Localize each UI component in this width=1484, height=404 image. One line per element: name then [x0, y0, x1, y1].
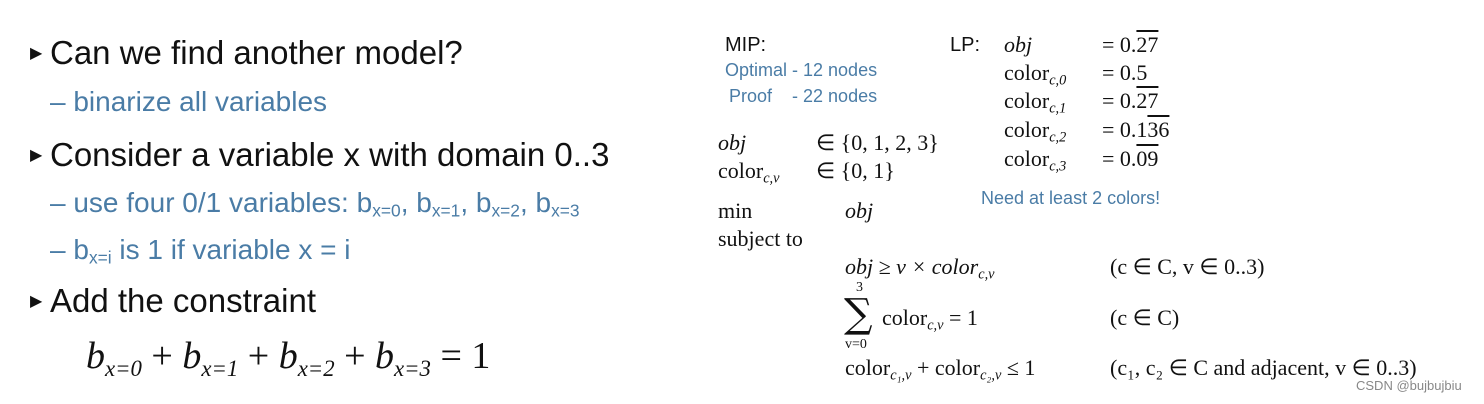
bullet-triangle-icon: ▶: [30, 45, 43, 62]
mip-optimal: Optimal - 12 nodes: [725, 60, 878, 80]
sub-bullet-binarize: – binarize all variables: [50, 86, 328, 117]
lp-val-color-0: = 0.5: [1102, 60, 1148, 85]
domain-obj: obj: [718, 130, 747, 155]
constraint-2: colorc,v = 1: [882, 305, 978, 334]
constraint-3-cond: (c₁, c₂ ∈ C and adjacent, v ∈ 0..3): [1110, 355, 1417, 380]
lp-row-color-3: colorc,3: [1004, 146, 1067, 175]
objective-obj: obj: [845, 198, 874, 223]
domain-color-set: ∈ {0, 1}: [816, 158, 895, 183]
lp-title: LP:: [950, 34, 981, 56]
mip-title: MIP:: [725, 34, 767, 56]
lp-row-color-2: colorc,2: [1004, 117, 1067, 146]
mip-proof: Proof - 22 nodes: [729, 86, 878, 106]
constraint-1-cond: (c ∈ C, v ∈ 0..3): [1110, 254, 1265, 279]
sub-bullet-bxi: – bx=i is 1 if variable x = i: [50, 234, 351, 268]
sub-bullet-four-vars: – use four 0/1 variables: bx=0, bx=1, bx…: [50, 187, 580, 221]
lp-row-color-0: colorc,0: [1004, 60, 1067, 89]
domain-color: colorc,v: [718, 158, 780, 187]
lp-row-color-1: colorc,1: [1004, 88, 1067, 117]
lp-val-color-2: = 0.136: [1102, 117, 1170, 142]
sum-sigma: ∑: [844, 291, 873, 337]
lp-val-color-1: = 0.27: [1102, 88, 1159, 113]
constraint-2-cond: (c ∈ C): [1110, 305, 1180, 330]
objective-min: min: [718, 198, 753, 223]
sum-lower-limit: v=0: [845, 337, 867, 352]
bullet-add-constraint: ▶Add the constraint: [30, 282, 316, 319]
lp-note: Need at least 2 colors!: [981, 188, 1161, 208]
constraint-3: colorc₁,v + colorc₂,v ≤ 1: [845, 355, 1036, 384]
bullet-find-model: ▶Can we find another model?: [30, 34, 463, 71]
subject-to: subject to: [718, 226, 803, 251]
lp-val-obj: = 0.27: [1102, 32, 1159, 57]
lp-row-obj: obj: [1004, 32, 1033, 57]
bullet-triangle-icon: ▶: [30, 147, 43, 164]
bullet-consider-variable: ▶Consider a variable x with domain 0..3: [30, 136, 610, 173]
sum-upper-limit: 3: [856, 280, 863, 295]
constraint-1: obj ≥ v × colorc,v: [845, 254, 995, 283]
binary-constraint-equation: bx=0 + bx=1 + bx=2 + bx=3 = 1: [86, 335, 491, 381]
watermark: CSDN @bujbujbiu: [1356, 378, 1462, 393]
lp-val-color-3: = 0.09: [1102, 146, 1159, 171]
domain-obj-set: ∈ {0, 1, 2, 3}: [816, 130, 939, 155]
bullet-triangle-icon: ▶: [30, 293, 43, 310]
